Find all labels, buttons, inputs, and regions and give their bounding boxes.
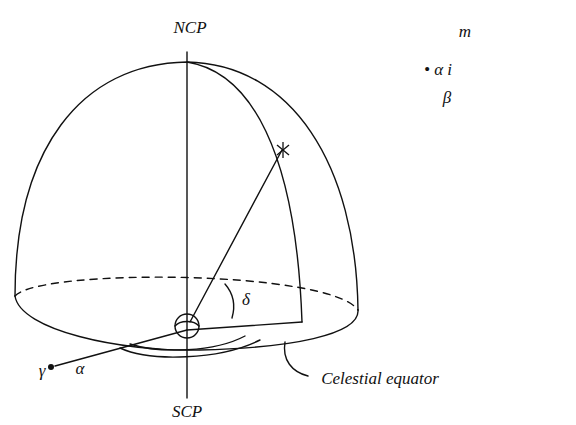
earth-band — [175, 322, 199, 327]
polar-axis — [186, 52, 187, 398]
label-text: α — [76, 360, 85, 379]
label-text: γ — [39, 362, 46, 381]
label-text: Celestial equator — [321, 370, 439, 389]
projection-line — [187, 322, 302, 330]
label-text: δ — [242, 291, 250, 310]
label-text: SCP — [172, 403, 202, 422]
label-text: NCP — [173, 19, 206, 38]
delta-arc — [225, 284, 234, 318]
label-text: β — [443, 89, 451, 108]
label-text: m — [459, 23, 471, 42]
hour-circle — [187, 62, 302, 322]
alpha-arc — [120, 340, 260, 357]
star-line — [190, 150, 282, 322]
vernal-point — [48, 364, 54, 370]
leader-line — [284, 342, 308, 376]
alpha-arc-inner — [130, 336, 245, 350]
label-text: • α i — [424, 61, 452, 80]
earth — [175, 314, 199, 338]
star-symbol — [277, 142, 289, 158]
